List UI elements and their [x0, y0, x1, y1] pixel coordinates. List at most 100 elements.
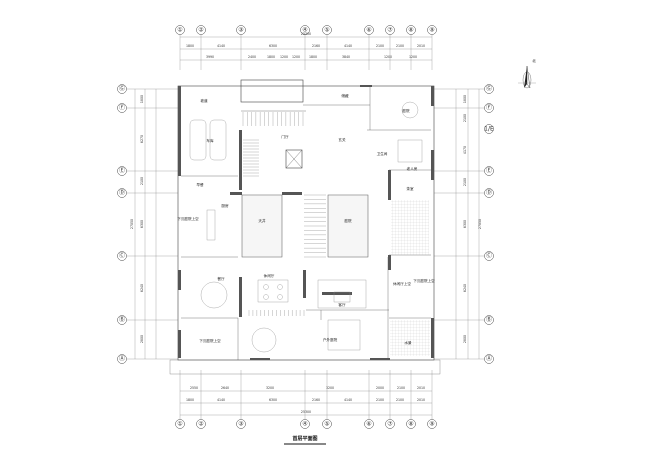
column-axis-label-bottom: ⑤	[324, 421, 329, 428]
axis-bubble	[484, 166, 494, 176]
column-axis-label-bottom: ⑧	[408, 421, 413, 428]
room-label-void-e: 休闲厅上空	[393, 281, 411, 286]
column-axis-label-bottom: ④	[302, 421, 307, 428]
column-axis-label-top: ④	[302, 27, 307, 34]
svg-text:6300: 6300	[269, 398, 277, 402]
svg-text:2640: 2640	[221, 386, 229, 390]
axis-bubble	[175, 25, 185, 35]
axis-bubble	[484, 188, 494, 198]
svg-text:2160: 2160	[312, 398, 320, 402]
top-detail-dims: 3990 2400 1800 1200 1200 1800 3840 1200 …	[206, 55, 417, 59]
column-axis-label-top: ⑤	[324, 27, 329, 34]
room-label-bath: 卫生间	[377, 151, 388, 156]
axis-bubble	[117, 188, 127, 198]
top-span-dims: 1800 4140 6300 2160 4140 2100 2100 2010	[186, 44, 425, 48]
right-span-dims: 1800 2100 4170 2100 6300 6240 2800	[463, 95, 467, 343]
row-axis-label-right: Ⓔ	[486, 167, 492, 175]
row-axis-label-right: Ⓑ	[486, 316, 492, 324]
row-axis-label-right: Ⓕ	[486, 104, 492, 112]
room-label-entry: 玄关	[338, 137, 346, 142]
elevator	[285, 149, 303, 169]
row-axis-label-right: Ⓐ	[486, 355, 492, 363]
svg-text:1200: 1200	[280, 55, 288, 59]
svg-text:2550: 2550	[190, 386, 198, 390]
row-axis-label-left: Ⓑ	[119, 316, 125, 324]
room-label-dining: 餐厅	[217, 276, 225, 281]
axis-bubble	[484, 315, 494, 325]
svg-text:1800: 1800	[186, 398, 194, 402]
column-axis-label-bottom: ⑦	[387, 421, 393, 428]
column-axis-label-bottom: ①	[177, 421, 182, 428]
tea-room-floor	[391, 200, 429, 255]
svg-text:6300: 6300	[269, 44, 277, 48]
north-arrow: 北	[518, 58, 536, 89]
svg-text:2010: 2010	[417, 44, 425, 48]
svg-text:2100: 2100	[463, 114, 467, 122]
room-label-garden: 庭院	[344, 218, 352, 223]
room-label-garage: 车库	[206, 138, 214, 143]
patio-paving	[241, 194, 283, 258]
svg-text:2100: 2100	[396, 44, 404, 48]
row-axis-label-left: Ⓓ	[119, 189, 125, 197]
bottom-detail-dims: 2550 2640 3200 3200 2000 2100 2010	[190, 386, 425, 390]
axis-bubble	[117, 166, 127, 176]
row-axis-label-right: Ⓒ	[486, 252, 492, 260]
row-axis-label-left: Ⓖ	[119, 85, 125, 93]
column-axis-label-bottom: ⑥	[366, 421, 371, 428]
axis-bubble	[406, 419, 416, 429]
svg-text:4170: 4170	[463, 146, 467, 154]
left-total-dim: 27050	[130, 219, 134, 229]
svg-text:6240: 6240	[463, 284, 467, 292]
row-axis-label-left: Ⓔ	[119, 167, 125, 175]
svg-text:1800: 1800	[309, 55, 317, 59]
column-axis-label-top: ②	[198, 27, 204, 34]
column-axis-label-bottom: ⑨	[429, 421, 434, 428]
room-label-patio: 天井	[258, 218, 266, 223]
svg-text:3990: 3990	[206, 55, 214, 59]
axis-bubble	[484, 251, 494, 261]
axis-bubble	[364, 25, 374, 35]
svg-text:1800: 1800	[140, 95, 144, 103]
svg-text:4140: 4140	[217, 398, 225, 402]
column-axis-label-bottom: ③	[238, 421, 243, 428]
column-axis-label-top: ⑧	[408, 27, 413, 34]
axis-bubble	[117, 354, 127, 364]
column-axis-label-top: ⑥	[366, 27, 371, 34]
svg-text:1200: 1200	[292, 55, 300, 59]
svg-text:2010: 2010	[417, 398, 425, 402]
room-label-foyer: 门厅	[281, 134, 289, 139]
svg-text:3840: 3840	[342, 55, 350, 59]
room-label-kitchen-nook: 早餐	[196, 182, 204, 187]
axis-bubble	[385, 419, 395, 429]
axis-bubble	[484, 84, 494, 94]
svg-text:2100: 2100	[376, 398, 384, 402]
svg-text:3200: 3200	[266, 386, 274, 390]
svg-text:2400: 2400	[248, 55, 256, 59]
svg-text:6300: 6300	[463, 220, 467, 228]
furniture	[189, 101, 423, 353]
svg-text:6270: 6270	[140, 135, 144, 143]
axis-bubble	[484, 124, 494, 134]
column-axis-label-top: ⑨	[429, 27, 434, 34]
row-axis-label-left: Ⓒ	[119, 252, 125, 260]
garden-paving	[327, 194, 369, 258]
right-total-dim: 27050	[478, 219, 482, 229]
svg-text:2100: 2100	[397, 386, 405, 390]
bottom-total-dim: 25300	[301, 410, 311, 414]
axis-bubble	[427, 25, 437, 35]
svg-text:4140: 4140	[344, 398, 352, 402]
room-label-sunken-void-w: 下沉庭院上空	[177, 216, 199, 221]
axis-bubble	[300, 419, 310, 429]
top-total-dim: 25300	[301, 32, 311, 36]
axis-bubble	[117, 251, 127, 261]
axis-bubble	[117, 315, 127, 325]
axis-bubble	[196, 25, 206, 35]
room-label-tea-room: 茶室	[406, 186, 414, 191]
room-label-outdoor-court: 户外庭院	[323, 337, 338, 342]
axis-bubble	[484, 103, 494, 113]
axis-bubble	[300, 25, 310, 35]
room-label-living: 客厅	[338, 302, 346, 307]
